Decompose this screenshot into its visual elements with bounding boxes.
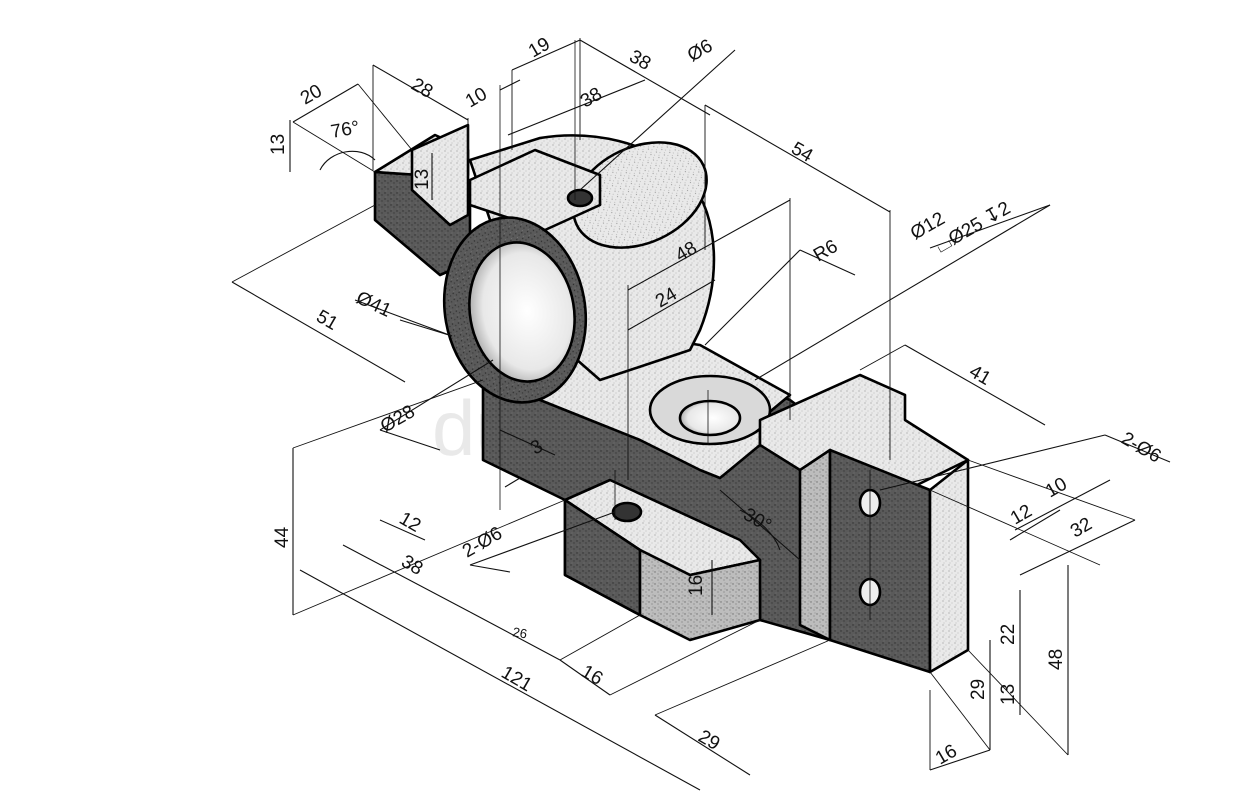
dim-16-slot: 16 (686, 575, 707, 596)
dim-48-right: 48 (1046, 649, 1067, 670)
dimension-lines (231, 38, 1171, 791)
dim-121: 121 (498, 662, 536, 696)
dim-44: 44 (272, 526, 293, 548)
counterbore-inner (678, 399, 742, 437)
boss-top (572, 141, 708, 249)
right-block-left-face (798, 448, 832, 642)
dim-38-inner: 38 (577, 84, 606, 113)
dim-d41: Ø41 (353, 287, 394, 321)
dim-16-bottom: 16 (578, 661, 607, 690)
dim-54: 54 (788, 138, 817, 167)
cylinder-bore (468, 241, 576, 383)
dim-10-right: 10 (1042, 474, 1071, 503)
dim-10-top: 10 (462, 84, 491, 113)
dim-12-left: 12 (396, 508, 425, 537)
dim-2x6-right: 2-Ø6 (1118, 428, 1165, 467)
dim-22: 22 (998, 624, 1019, 645)
dim-19: 19 (525, 34, 554, 63)
dim-13-inner: 13 (412, 169, 433, 190)
left-lug-side-face (410, 123, 470, 227)
dim-32: 32 (1067, 514, 1096, 543)
dim-13-left: 13 (268, 134, 289, 155)
part-body (373, 123, 970, 674)
dim-41-right: 41 (966, 361, 995, 390)
dim-12-right: 12 (1007, 501, 1036, 530)
dim-26: 26 (511, 624, 528, 641)
center-lines (499, 40, 871, 620)
dim-r6: R6 (810, 236, 842, 266)
dim-38-top: 38 (626, 46, 655, 75)
right-block-front-face (828, 448, 932, 674)
top-tab-hole (566, 188, 594, 208)
dim-29-right: 29 (968, 679, 989, 700)
dim-d6-top: Ø6 (684, 35, 716, 66)
dim-2x6-left: 2-Ø6 (459, 523, 506, 562)
left-foot-hole (611, 501, 643, 523)
dim-13-right: 13 (998, 684, 1019, 705)
dim-d28: Ø28 (377, 401, 419, 437)
top-tab (468, 148, 602, 232)
dim-76deg: 76° (329, 117, 361, 143)
dim-16-corner: 16 (932, 741, 961, 770)
dim-29-bottom: 29 (695, 726, 724, 755)
right-block-right-face (928, 458, 970, 674)
